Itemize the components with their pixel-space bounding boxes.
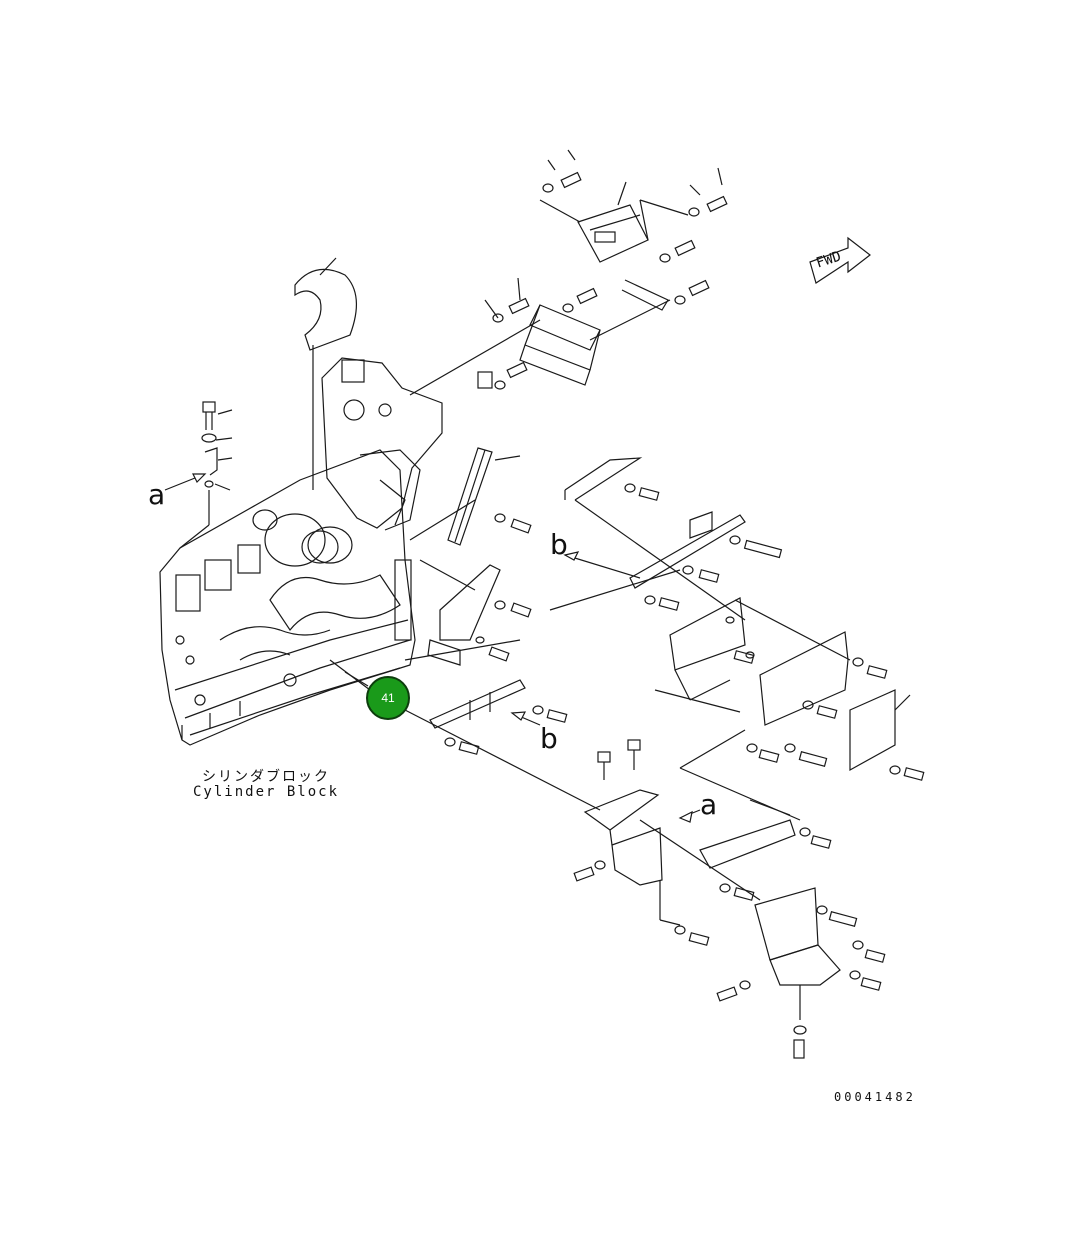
front-support-bracket [404,559,532,666]
long-rail-and-box-bracket [639,799,886,1059]
center-rail-bracket [549,457,783,621]
upper-rail-bracket [477,277,601,390]
flywheel-cover [294,257,358,490]
lower-rail [344,671,601,811]
section-label-b-top: b [550,528,568,561]
section-label-a-bottom: a [700,788,718,821]
timing-housing-bracket [321,319,541,531]
cylinder-block-label-jp: シリンダブロック [202,769,330,785]
bolt-stack-a [164,401,233,549]
cylinder-block [159,449,416,746]
fwd-arrow [809,236,871,284]
side-strip [409,447,532,546]
cylinder-block-label-en: Cylinder Block [193,784,340,800]
top-mounting-bracket [539,149,728,341]
section-label-b-bottom: b [540,722,558,755]
bottom-support-bracket [573,739,710,946]
drawing-number: 00041482 [834,1090,916,1104]
callout-leader [329,659,371,691]
right-side-brackets [654,597,925,821]
section-label-a-top: a [148,478,166,511]
part-callout-41[interactable]: 41 [366,676,410,720]
